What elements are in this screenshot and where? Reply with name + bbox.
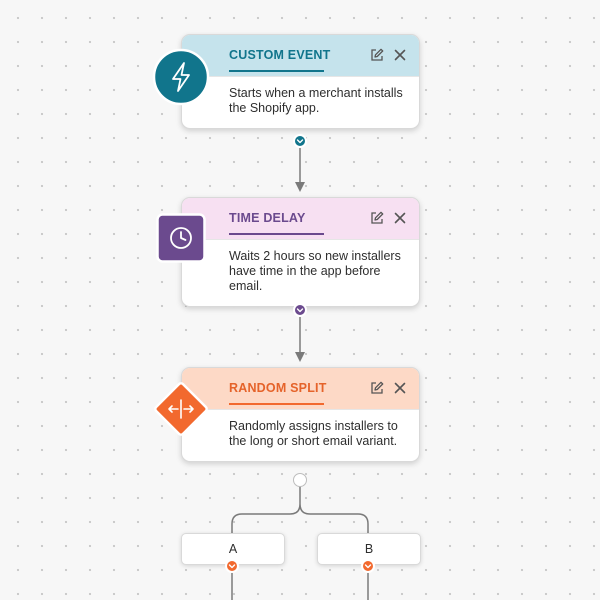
close-icon — [394, 49, 406, 61]
close-icon — [394, 382, 406, 394]
node-card-custom-event[interactable]: CUSTOM EVENT Starts when a merchant inst… — [181, 34, 420, 129]
node-header: RANDOM SPLIT — [182, 368, 419, 410]
edit-button[interactable] — [369, 47, 385, 63]
close-button[interactable] — [392, 380, 408, 396]
node-description: Randomly assigns installers to the long … — [229, 419, 398, 448]
close-icon — [394, 212, 406, 224]
delay-badge — [156, 213, 206, 263]
node-header: CUSTOM EVENT — [182, 35, 419, 77]
output-port[interactable] — [293, 303, 307, 317]
chevron-down-icon — [228, 564, 236, 569]
clock-icon — [170, 227, 192, 249]
close-button[interactable] — [392, 47, 408, 63]
edit-button[interactable] — [369, 210, 385, 226]
close-button[interactable] — [392, 210, 408, 226]
edit-icon — [371, 211, 384, 224]
connector-split-branches — [231, 487, 369, 533]
node-description: Starts when a merchant installs the Shop… — [229, 86, 403, 115]
split-output-port[interactable] — [293, 473, 307, 487]
event-badge — [152, 48, 210, 106]
node-card-random-split[interactable]: RANDOM SPLIT Randomly assigns installers… — [181, 367, 420, 462]
title-underline — [229, 233, 324, 235]
branch-b-output-port[interactable] — [361, 559, 375, 573]
node-title: RANDOM SPLIT — [229, 381, 327, 395]
node-title: TIME DELAY — [229, 211, 306, 225]
chevron-down-icon — [364, 564, 372, 569]
edit-icon — [371, 381, 384, 394]
title-underline — [229, 403, 324, 405]
split-badge — [148, 376, 214, 442]
node-card-time-delay[interactable]: TIME DELAY Waits 2 hours so new installe… — [181, 197, 420, 307]
lightning-bolt-icon — [172, 62, 190, 92]
chevron-down-icon — [296, 139, 304, 144]
edit-button[interactable] — [369, 380, 385, 396]
branch-a-output-port[interactable] — [225, 559, 239, 573]
edit-icon — [371, 48, 384, 61]
chevron-down-icon — [296, 308, 304, 313]
node-title: CUSTOM EVENT — [229, 48, 331, 62]
split-arrows-icon — [168, 399, 194, 419]
node-description: Waits 2 hours so new installers have tim… — [229, 249, 401, 293]
output-port[interactable] — [293, 134, 307, 148]
node-header: TIME DELAY — [182, 198, 419, 240]
title-underline — [229, 70, 324, 72]
